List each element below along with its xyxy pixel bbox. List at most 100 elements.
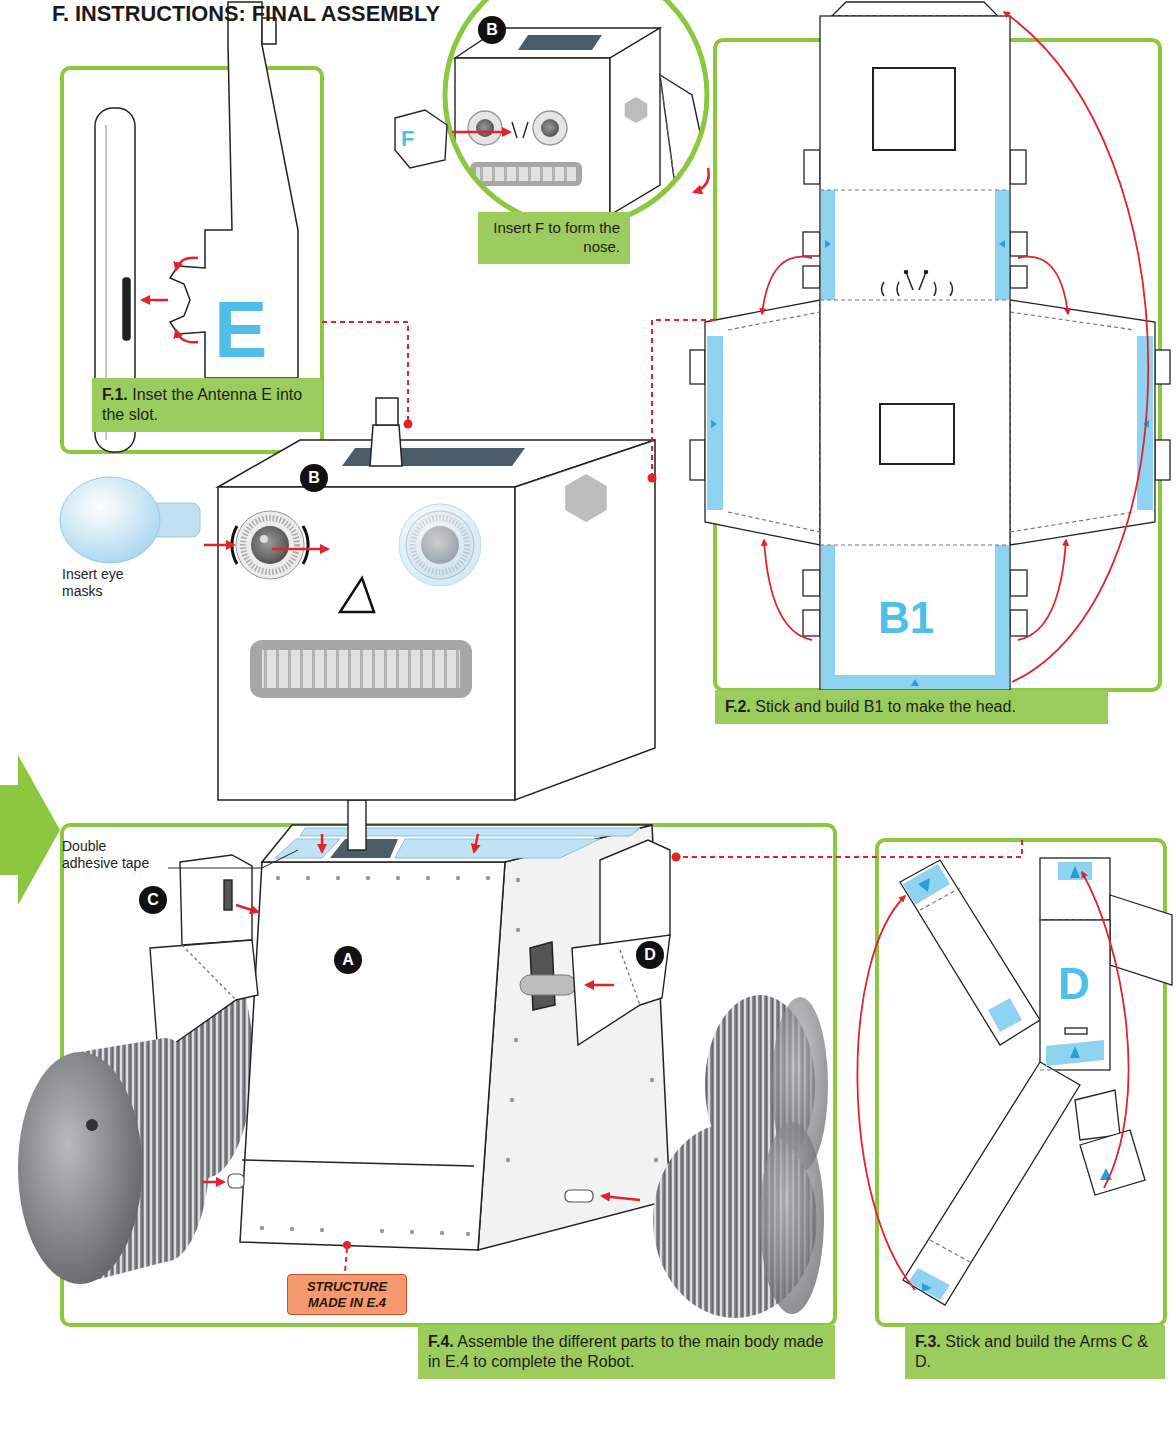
red-arrow — [321, 834, 324, 852]
node-text: F.3. Stick and build the Arms C & D. — [915, 1332, 1155, 1372]
caption-box: F.2. Stick and build B1 to make the head… — [715, 690, 1108, 724]
red-arrow — [176, 258, 198, 270]
part-badge: D — [636, 941, 664, 969]
red-arrow — [857, 872, 1128, 1290]
robot-eye — [236, 511, 304, 579]
caption-box: F.4. Assemble the different parts to the… — [418, 1325, 835, 1379]
axle — [228, 1174, 593, 1202]
inset-circle — [445, 0, 707, 226]
inset-head — [512, 122, 528, 138]
rivet — [380, 1229, 384, 1233]
inset-head — [660, 75, 706, 178]
head-net — [820, 16, 1010, 690]
rivet — [426, 876, 430, 880]
rivet — [654, 1158, 658, 1162]
dashed-leader — [680, 840, 1022, 857]
glue-strip — [988, 998, 1022, 1032]
leader-dot — [343, 1241, 351, 1249]
leader-dot — [404, 420, 413, 429]
head-net — [803, 266, 820, 288]
rivet — [466, 1232, 470, 1236]
robot-eye — [232, 504, 481, 586]
inset-head — [468, 111, 502, 145]
adhesive-tape — [395, 839, 600, 858]
red-arrow — [694, 168, 709, 192]
arm-c — [182, 945, 236, 1000]
red-arrow — [142, 258, 198, 343]
node-text: F.2. Stick and build B1 to make the head… — [725, 697, 1098, 717]
rivet — [336, 876, 340, 880]
rivet — [306, 876, 310, 880]
glue-strip — [995, 545, 1009, 689]
fold-line — [820, 16, 1010, 545]
glue-strip — [821, 545, 835, 689]
part-letter: D — [1058, 962, 1090, 1006]
head-net — [832, 2, 998, 16]
nose-part — [395, 110, 447, 168]
part-badge: B — [478, 16, 506, 44]
glue-marker — [999, 240, 1005, 248]
inset-head — [518, 35, 602, 50]
red-arrow — [762, 257, 812, 314]
red-arrow — [452, 132, 709, 192]
instruction-note: Double adhesive tape — [62, 838, 162, 872]
part-letter: E — [214, 290, 267, 370]
red-arrow — [1018, 257, 1068, 314]
part-badge: B — [300, 464, 328, 492]
rivet — [514, 1038, 518, 1042]
rivet — [440, 1231, 444, 1235]
head-net — [690, 440, 705, 480]
node-text: C — [147, 892, 159, 908]
wheel — [760, 1122, 824, 1314]
robot-head — [218, 487, 515, 800]
red-arrow — [203, 834, 640, 1200]
arm-peg — [520, 975, 576, 995]
head-net — [1010, 570, 1027, 596]
rivet — [396, 876, 400, 880]
wheel — [18, 1038, 824, 1318]
dashed-leader — [345, 1248, 347, 1272]
robot-eye — [243, 518, 297, 572]
head-net — [1155, 350, 1170, 384]
rivet — [516, 878, 520, 882]
axle — [228, 1174, 244, 1188]
inset-head — [455, 58, 610, 215]
step-number: F.2. — [725, 698, 751, 715]
robot-head — [515, 440, 655, 800]
tape-leader — [168, 850, 298, 868]
dashed-leader — [652, 320, 715, 474]
robot-body — [240, 825, 670, 1250]
inset-head — [541, 119, 559, 137]
node-text: Insert F to form the nose. — [488, 219, 620, 257]
robot-head — [218, 398, 655, 800]
arm-d — [600, 840, 670, 950]
head-net — [705, 300, 820, 545]
rivet — [290, 1227, 294, 1231]
caption-box: F.1. Inset the Antenna E into the slot. — [92, 378, 322, 432]
node-text: F.1. Inset the Antenna E into the slot. — [102, 385, 312, 425]
rivet — [510, 1098, 514, 1102]
head-net — [803, 232, 820, 256]
rivet — [366, 876, 370, 880]
inset-head — [625, 97, 648, 123]
robot-mouth — [262, 650, 460, 688]
glue-strip — [707, 336, 723, 510]
red-arrow — [203, 1181, 224, 1184]
robot-body — [240, 862, 505, 1250]
glue-marker — [1070, 1046, 1080, 1058]
robot-eye — [251, 526, 289, 564]
face-marks — [905, 271, 908, 274]
part-letter: F — [401, 128, 414, 150]
head-net — [1010, 232, 1027, 256]
red-arrow — [762, 12, 1148, 682]
head-net — [803, 610, 820, 636]
rivet — [260, 848, 658, 1236]
arm-d — [572, 935, 670, 1045]
red-arrow — [272, 548, 328, 551]
rivet — [506, 1158, 510, 1162]
robot-mouth — [250, 640, 472, 698]
robot-body — [262, 825, 652, 862]
node-text: B — [486, 22, 498, 38]
red-arrow — [452, 131, 510, 134]
